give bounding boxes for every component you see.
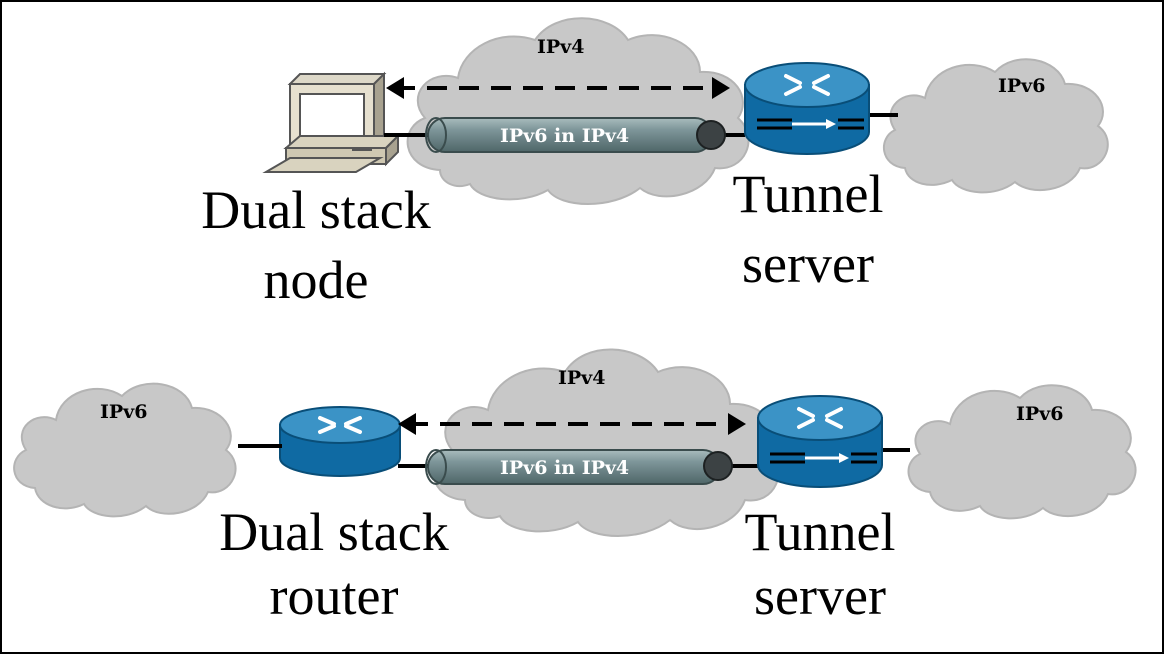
ipv6-in-ipv4-tunnel: IPv6 in IPv4 bbox=[425, 117, 726, 153]
ipv4-cloud-2: IPv4 bbox=[432, 348, 780, 537]
ipv4-cloud-2-label: IPv4 bbox=[558, 367, 605, 389]
server-caption-2-line-2: server bbox=[754, 566, 886, 626]
server-caption-2-line-1: Tunnel bbox=[744, 502, 895, 562]
dual-stack-router-icon bbox=[279, 406, 401, 477]
computer-icon bbox=[262, 71, 401, 173]
tunnel-label-2: IPv6 in IPv4 bbox=[500, 457, 629, 479]
endpoint-caption-2-line-2: router bbox=[270, 566, 399, 626]
local-ipv6-cloud-label: IPv6 bbox=[100, 401, 147, 423]
ipv4-arrowhead-right-2 bbox=[728, 413, 746, 435]
tunnel-label: IPv6 in IPv4 bbox=[500, 125, 629, 147]
ipv4-arrowhead-left-2 bbox=[398, 413, 416, 435]
local-ipv6-cloud: IPv6 bbox=[13, 382, 237, 518]
endpoint-caption-2-line-1: Dual stack bbox=[219, 502, 448, 562]
ipv6-in-ipv4-tunnel-2: IPv6 in IPv4 bbox=[425, 449, 733, 485]
remote-ipv6-cloud: IPv6 bbox=[882, 58, 1109, 194]
scenario-1: IPv4 IPv6 bbox=[201, 17, 1109, 310]
remote-ipv6-cloud-2-label: IPv6 bbox=[1016, 403, 1063, 425]
tunnel-server-router-icon-2 bbox=[757, 395, 883, 488]
tunnel-server-router-icon bbox=[744, 62, 870, 155]
remote-ipv6-cloud-label: IPv6 bbox=[998, 75, 1045, 97]
ipv4-cloud: IPv4 bbox=[406, 17, 750, 205]
tunnel-endpoint-icon-2 bbox=[703, 451, 733, 481]
remote-ipv6-cloud-2: IPv6 bbox=[907, 384, 1137, 520]
tunnel-endpoint-icon bbox=[696, 120, 726, 150]
endpoint-caption-line-2: node bbox=[264, 250, 369, 310]
ipv4-cloud-label: IPv4 bbox=[537, 36, 584, 58]
endpoint-caption-line-1: Dual stack bbox=[201, 180, 430, 240]
ipv4-arrowhead-left bbox=[386, 77, 404, 99]
server-caption-line-2: server bbox=[742, 234, 874, 294]
scenario-2: IPv4 IPv6 IPv6 IP bbox=[13, 348, 1137, 626]
server-caption-line-1: Tunnel bbox=[732, 164, 883, 224]
ipv4-arrowhead-right bbox=[712, 77, 730, 99]
